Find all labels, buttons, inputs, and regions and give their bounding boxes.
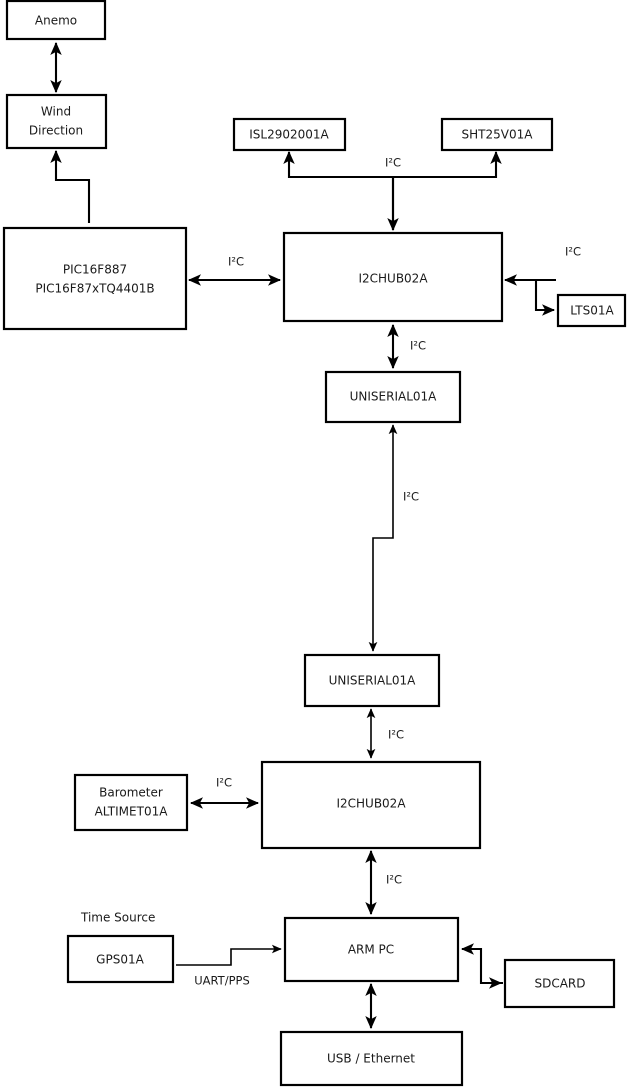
node-i2chub02a-bottom-box[interactable]	[260, 760, 482, 850]
edge-label-barometer-to-hub: I²C	[216, 776, 232, 790]
node-usb-ethernet-label: USB / Ethernet	[327, 1052, 415, 1066]
node-i2chub02a-top[interactable]: I2CHUB02A	[282, 231, 504, 323]
node-pic[interactable]: PIC16F887 PIC16F87xTQ4401B	[2, 226, 188, 331]
node-anemo[interactable]: Anemo	[5, 0, 107, 41]
edge-label-hub-bottom-to-arm: I²C	[386, 873, 402, 887]
link-sdcard-to-arm	[460, 943, 503, 985]
node-barometer-label-line1: Barometer	[99, 786, 163, 800]
node-barometer[interactable]: Barometer ALTIMET01A	[73, 773, 189, 832]
node-sdcard[interactable]: SDCARD	[503, 958, 616, 1009]
node-sht25v01a-label: SHT25V01A	[462, 128, 534, 142]
node-uniserial01a-top-label: UNISERIAL01A	[350, 390, 438, 404]
link-uniserial-down	[368, 470, 394, 652]
edge-label-uniserial-link: I²C	[403, 490, 419, 504]
node-i2chub02a-bottom-label: I2CHUB02A	[336, 797, 406, 811]
edge-label-hub-to-uniserial-top: I²C	[410, 339, 426, 353]
edge-label-gps-to-arm: UART/PPS	[194, 974, 250, 988]
node-pic-box[interactable]	[2, 226, 188, 331]
node-sht25v01a[interactable]: SHT25V01A	[440, 117, 554, 152]
node-i2chub02a-top-box[interactable]	[282, 231, 504, 323]
node-lts01a-label: LTS01A	[570, 304, 614, 318]
node-wind-direction[interactable]: Wind Direction	[5, 93, 108, 150]
node-wind-direction-label-line2: Direction	[29, 124, 83, 138]
node-sdcard-label: SDCARD	[534, 977, 585, 991]
node-isl2902001a-box[interactable]	[232, 117, 347, 152]
node-usb-ethernet[interactable]: USB / Ethernet	[279, 1030, 464, 1087]
edge-label-uniserial-bottom-to-hub: I²C	[388, 728, 404, 742]
link-hub-to-sht	[393, 150, 502, 179]
node-gps01a-box[interactable]	[66, 934, 175, 984]
node-pic-label-line2: PIC16F87xTQ4401B	[35, 282, 154, 296]
node-wind-direction-box[interactable]	[5, 93, 108, 150]
node-wind-direction-label-line1: Wind	[41, 105, 71, 119]
node-barometer-label-line2: ALTIMET01A	[95, 805, 169, 819]
node-lts01a-box[interactable]	[556, 293, 627, 328]
node-uniserial01a-top-box[interactable]	[324, 370, 462, 424]
link-pic-to-wind-direction	[50, 149, 91, 223]
node-sdcard-box[interactable]	[503, 958, 616, 1009]
node-lts01a[interactable]: LTS01A	[556, 293, 627, 328]
node-gps01a-label: GPS01A	[96, 953, 144, 967]
node-pic-label-line1: PIC16F887	[63, 263, 127, 277]
node-uniserial01a-top[interactable]: UNISERIAL01A	[324, 370, 462, 424]
node-gps01a[interactable]: GPS01A	[66, 934, 175, 984]
node-uniserial01a-bottom[interactable]: UNISERIAL01A	[303, 653, 441, 708]
node-arm-pc-label: ARM PC	[348, 943, 394, 957]
link-hub-to-isl	[283, 150, 395, 230]
node-usb-ethernet-box[interactable]	[279, 1030, 464, 1087]
node-barometer-box[interactable]	[73, 773, 189, 832]
link-hub-to-lts	[534, 278, 556, 316]
node-arm-pc-box[interactable]	[283, 916, 460, 983]
node-uniserial01a-bottom-label: UNISERIAL01A	[329, 674, 417, 688]
edge-label-sensors-to-hub: I²C	[385, 156, 401, 170]
node-i2chub02a-top-label: I2CHUB02A	[358, 272, 428, 286]
node-arm-pc[interactable]: ARM PC	[283, 916, 460, 983]
edge-label-hub-to-lts: I²C	[565, 245, 581, 259]
node-isl2902001a[interactable]: ISL2902001A	[232, 117, 347, 152]
node-anemo-box[interactable]	[5, 0, 107, 41]
edge-label-pic-to-hub: I²C	[228, 255, 244, 269]
node-uniserial01a-bottom-box[interactable]	[303, 653, 441, 708]
node-sht25v01a-box[interactable]	[440, 117, 554, 152]
node-anemo-label: Anemo	[35, 14, 77, 28]
node-isl2902001a-label: ISL2902001A	[249, 128, 329, 142]
link-gps-to-arm	[176, 944, 282, 966]
label-time-source: Time Source	[80, 911, 155, 925]
node-i2chub02a-bottom[interactable]: I2CHUB02A	[260, 760, 482, 850]
